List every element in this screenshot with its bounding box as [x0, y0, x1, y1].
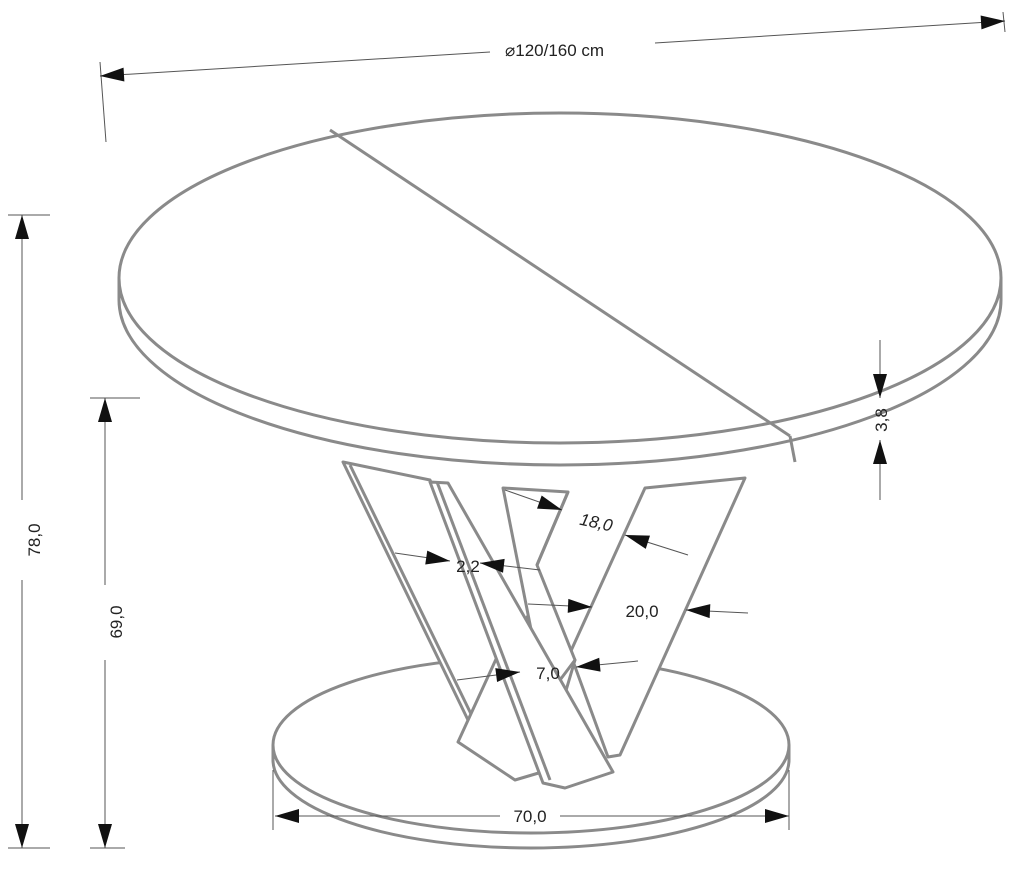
arrowhead [98, 398, 112, 422]
arrowhead [480, 558, 505, 573]
arrowhead [537, 495, 562, 510]
arrowhead [873, 374, 887, 398]
arrowhead [100, 67, 125, 82]
arrowhead [576, 657, 601, 672]
base-diameter-label: 70,0 [513, 807, 546, 826]
leg-width-bottom-label: 7,0 [536, 664, 560, 683]
leg-height-label: 69,0 [107, 605, 126, 638]
leg-width-outer-label: 20,0 [625, 602, 658, 621]
arrowhead [873, 440, 887, 464]
arrowhead [15, 215, 29, 239]
arrowhead [625, 535, 650, 549]
arrowhead [275, 809, 299, 823]
arrowhead [495, 668, 520, 682]
arrowhead [98, 824, 112, 848]
leg-width-top-label: 18,0 [578, 510, 615, 536]
arrowhead [567, 598, 592, 613]
arrowhead [425, 550, 450, 565]
table-top [117, 111, 1003, 467]
leg-gap-label: 2,2 [456, 557, 480, 576]
arrowhead [765, 809, 789, 823]
diameter-label: ⌀120/160 cm [505, 41, 604, 60]
table-legs [341, 460, 747, 790]
total-height-label: 78,0 [25, 523, 44, 556]
dimension-arrows [15, 15, 1005, 848]
arrowhead [980, 15, 1005, 30]
top-thickness-label: 3,8 [872, 408, 891, 432]
extension-split-line [329, 128, 791, 438]
arrowhead [686, 604, 711, 619]
arrowhead [15, 824, 29, 848]
